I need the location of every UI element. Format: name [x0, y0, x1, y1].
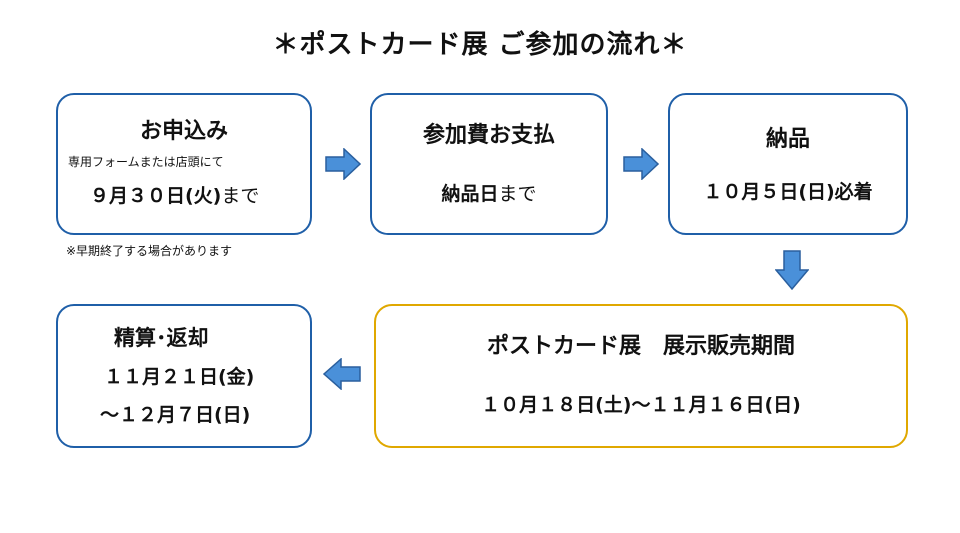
step-settlement-line2: ～１２月７日(日)	[100, 404, 251, 426]
step-apply-sub: 専用フォームまたは店頭にて	[68, 155, 224, 169]
step-payment-deadline-date: 納品日	[441, 183, 499, 205]
step-apply-heading: お申込み	[139, 119, 228, 144]
step-delivery-date: １０月５日(日)必着	[703, 181, 873, 203]
step-delivery-heading: 納品	[765, 127, 810, 152]
step-settlement-heading: 精算･返却	[114, 326, 209, 350]
step-apply-deadline-date: ９月３０日(火)	[90, 185, 222, 207]
step-exhibition-period: １０月１８日(土)～１１月１６日(日)	[481, 394, 801, 416]
step-payment-heading: 参加費お支払	[422, 123, 555, 148]
arrow-left-icon	[323, 358, 361, 390]
step-payment-deadline-tail: まで	[498, 183, 537, 205]
step-apply-box: お申込み 専用フォームまたは店頭にて ９月３０日(火)まで	[56, 93, 312, 235]
page-title: ＊ポストカード展 ご参加の流れ＊	[272, 30, 688, 60]
step-apply-note: ※早期終了する場合があります	[66, 244, 233, 258]
arrow-down-icon	[775, 250, 809, 290]
step-payment-deadline: 納品日まで	[372, 179, 606, 206]
arrow-right-icon	[623, 148, 659, 180]
step-payment-box: 参加費お支払 納品日まで	[370, 93, 608, 235]
arrow-right-icon	[325, 148, 361, 180]
step-settlement-line1: １１月２１日(金)	[104, 366, 255, 388]
step-apply-deadline-tail: まで	[221, 185, 260, 207]
step-exhibition-box: ポストカード展 展示販売期間 １０月１８日(土)～１１月１６日(日)	[374, 304, 908, 448]
step-exhibition-heading: ポストカード展 展示販売期間	[486, 334, 795, 359]
step-delivery-box: 納品 １０月５日(日)必着	[668, 93, 908, 235]
step-apply-deadline: ９月３０日(火)まで	[90, 181, 259, 208]
step-settlement-box: 精算･返却 １１月２１日(金) ～１２月７日(日)	[56, 304, 312, 448]
